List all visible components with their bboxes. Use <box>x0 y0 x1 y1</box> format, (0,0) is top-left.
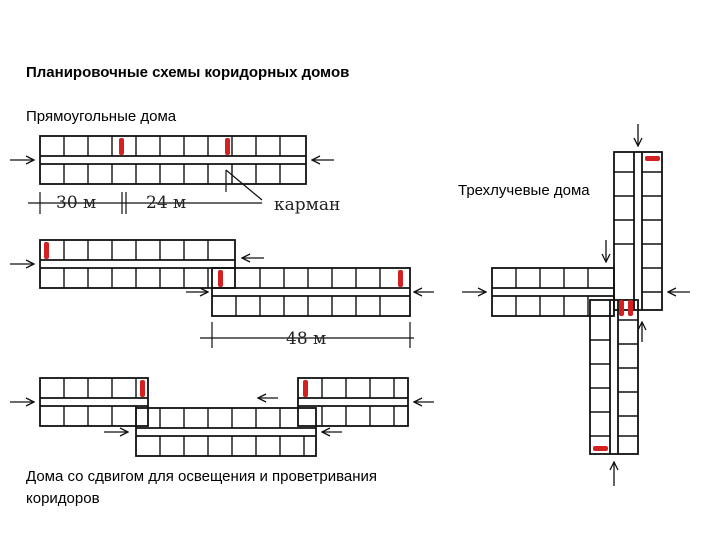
offset-house-plan <box>39 377 409 457</box>
page-title: Планировочные схемы коридорных домов <box>26 64 350 81</box>
stair-marker <box>645 156 660 161</box>
stair-marker <box>44 242 49 259</box>
stair-markers-three-ray <box>593 156 660 451</box>
dimension-24m: 24 м <box>146 193 186 213</box>
pocket-label: карман <box>274 195 340 215</box>
stair-marker <box>398 270 403 287</box>
three-ray-house-plan <box>491 151 663 455</box>
stair-marker <box>593 446 608 451</box>
stair-markers-offset <box>140 380 308 397</box>
stair-marker <box>218 270 223 287</box>
stair-marker <box>119 138 124 155</box>
dimension-line-stepped <box>200 322 414 348</box>
entrance-arrows-offset <box>10 398 434 432</box>
stair-marker <box>303 380 308 397</box>
entrance-arrows-stepped <box>10 258 434 292</box>
section-label-three-ray: Трехлучевые дома <box>458 182 590 199</box>
stair-markers-stepped <box>44 242 403 287</box>
stair-markers-rectangular <box>119 138 230 155</box>
dimension-line-rect <box>28 169 263 214</box>
section-label-rectangular: Прямоугольные дома <box>26 108 177 125</box>
stair-marker <box>140 380 145 397</box>
dimension-48m: 48 м <box>286 329 326 349</box>
section-label-shifted: Дома со сдвигом для освещения и проветри… <box>26 468 377 507</box>
dimension-30m: 30 м <box>56 193 96 213</box>
rectangular-house-plan <box>39 135 307 185</box>
entrance-arrows-three-ray <box>462 124 690 486</box>
stair-marker <box>619 300 624 316</box>
stepped-house-plan <box>39 239 411 317</box>
stair-marker <box>628 300 633 316</box>
stair-marker <box>225 138 230 155</box>
